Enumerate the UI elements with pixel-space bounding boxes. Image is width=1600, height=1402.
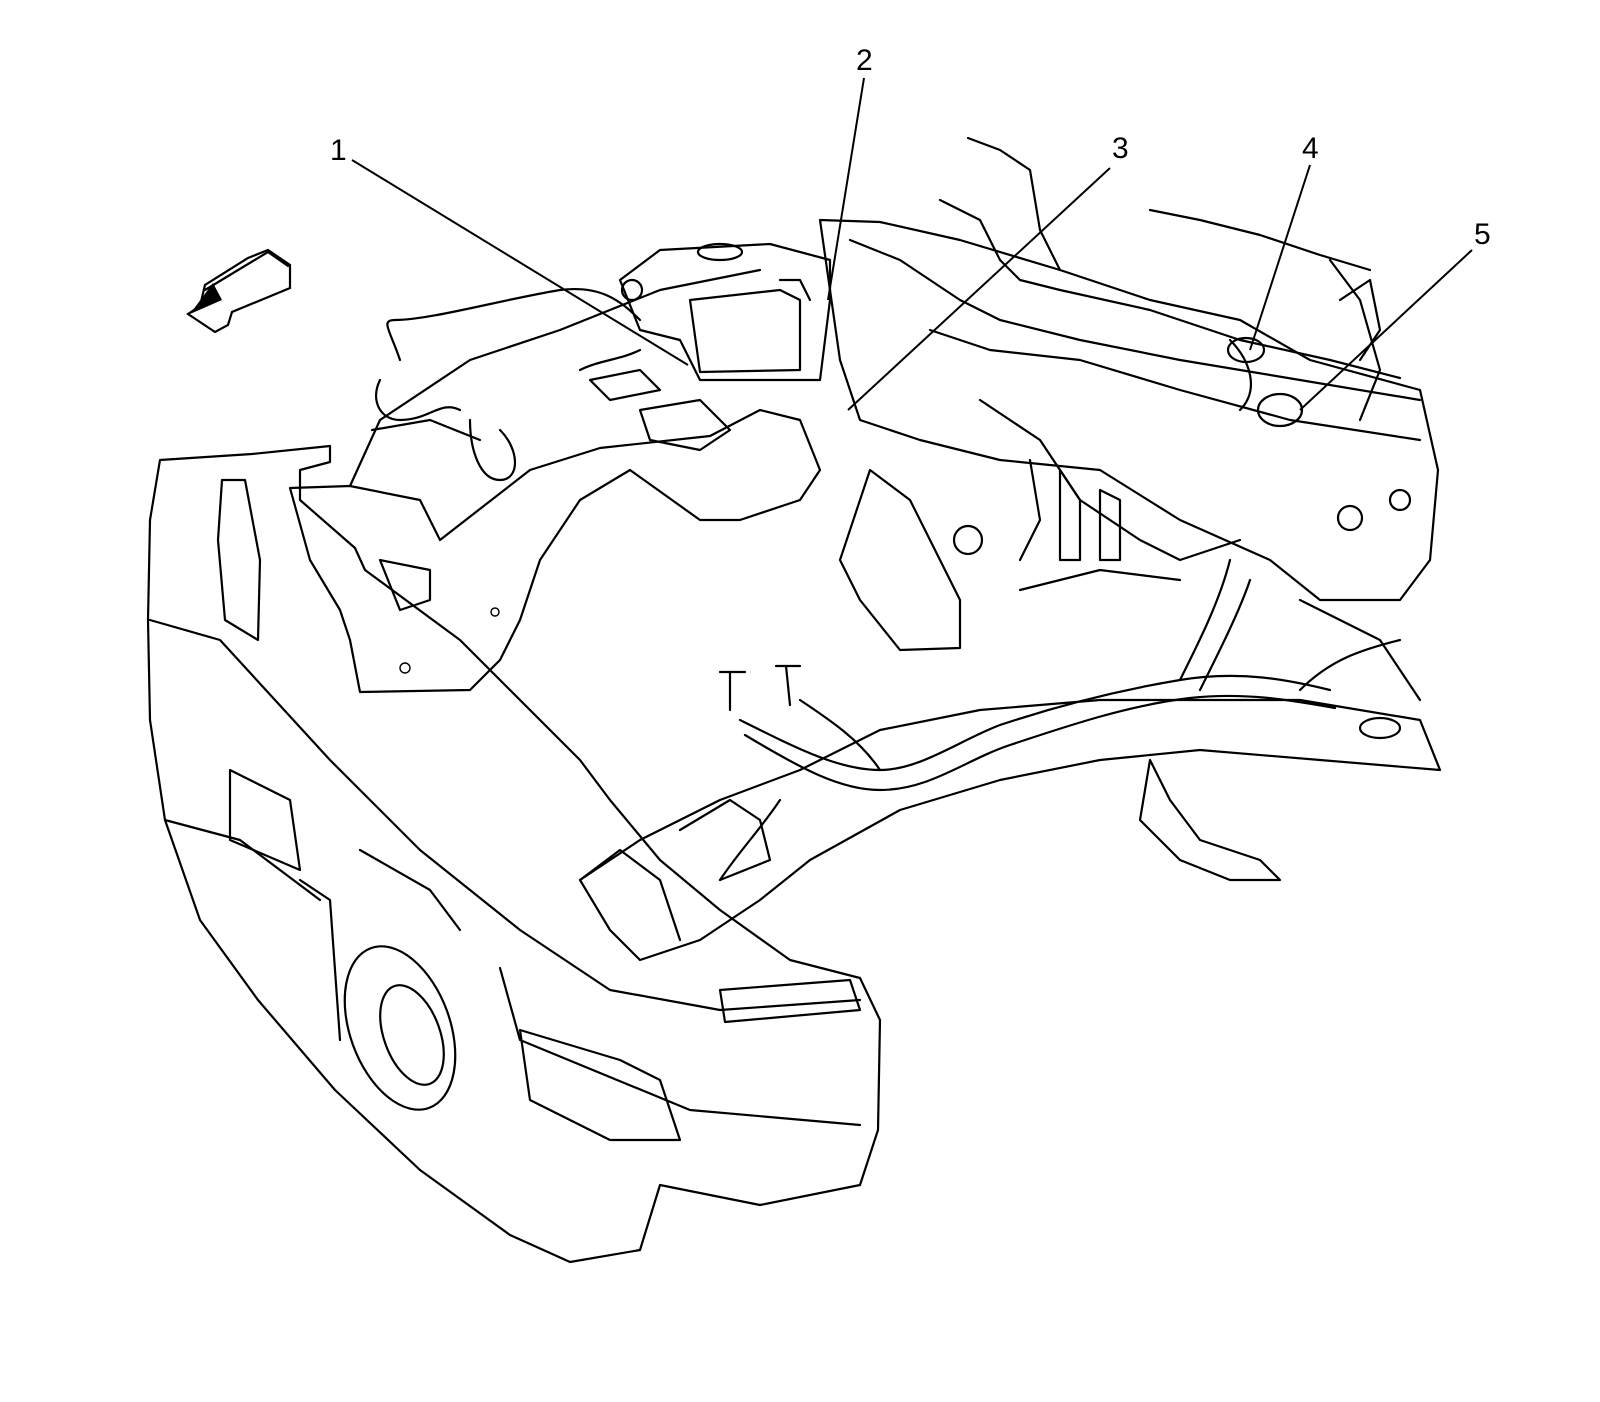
callout-labels: 1 2 3 4 5	[330, 44, 1491, 251]
front-bumper	[146, 444, 882, 1264]
callout-3: 3	[1112, 132, 1129, 165]
main-wiring-harness	[718, 558, 1402, 882]
front-direction-arrow-icon	[186, 248, 292, 334]
leader-line-4	[1249, 164, 1311, 351]
left-wiring-harness	[375, 287, 642, 482]
leader-line-3	[847, 167, 1111, 411]
callout-2: 2	[856, 44, 873, 77]
callout-4: 4	[1302, 132, 1319, 165]
leader-line-1	[351, 159, 689, 366]
callout-5: 5	[1474, 218, 1491, 251]
leader-line-5	[1299, 249, 1473, 411]
cowl-panel	[818, 218, 1440, 652]
left-frame-rail	[288, 268, 822, 694]
right-frame-rail	[578, 598, 1442, 962]
callout-1: 1	[330, 134, 347, 167]
leader-lines	[351, 77, 1473, 411]
underhood-module	[618, 242, 832, 382]
leader-line-2	[827, 77, 865, 301]
cowl-cables	[938, 136, 1402, 428]
